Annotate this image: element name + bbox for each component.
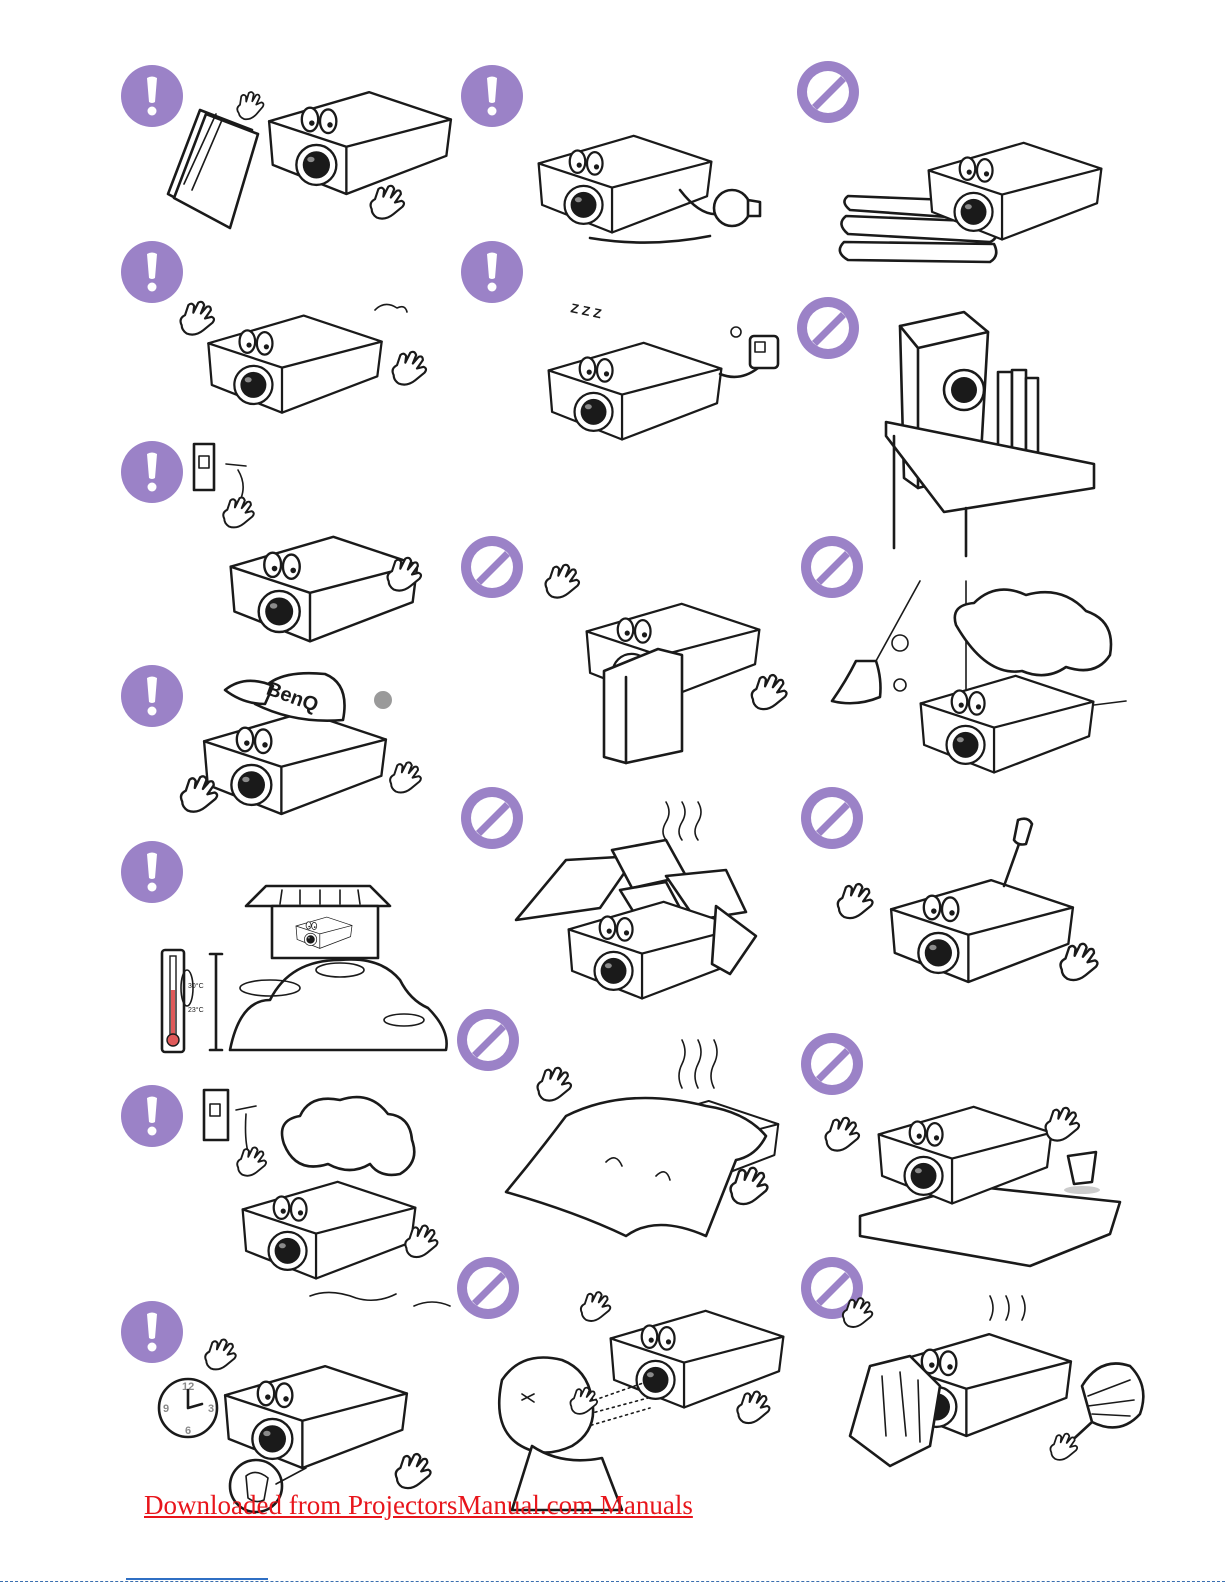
exclamation-icon [120,440,184,504]
exclamation-icon [460,240,524,304]
projector-unplug-icon [190,440,450,660]
projector-service-cap-icon: BenQ [175,664,435,844]
projector-ceiling-mount-icon [175,290,445,440]
projector-covered-cloth-icon [506,1036,796,1246]
footer-download-link[interactable]: Downloaded from ProjectorsManual.com Man… [144,1490,693,1521]
thermo-low-label: 23°C [188,1006,204,1014]
clock-9-label: 9 [163,1403,169,1415]
projector-upright-on-table-icon [884,312,1104,556]
projector-on-soft-surface-icon [840,122,1120,272]
prohibited-icon [796,60,860,124]
sleep-text: Z Z Z [569,300,603,321]
projector-block-vents-icon [830,1296,1150,1496]
clock-3-label: 3 [208,1403,214,1415]
clock-6-label: 6 [185,1425,191,1437]
projector-in-box-hot-icon [516,796,776,1006]
prohibited-icon [460,535,524,599]
projector-reading-manual-icon [160,74,460,274]
prohibited-icon [460,786,524,850]
projector-power-cord-icon [530,120,790,260]
exclamation-icon [120,1084,184,1148]
projector-dusty-room-icon [826,581,1136,801]
projector-spilled-liquid-icon [820,1086,1140,1276]
projector-sleeping-unplugged-icon: Z Z Z [540,298,790,468]
thermo-high-label: 30°C [188,982,204,990]
projector-altitude-temperature-icon: 30°C 23°C [160,860,460,1060]
projector-blocked-lens-icon [540,563,800,763]
projector-unplug-storm-icon [200,1084,460,1314]
exclamation-icon [460,64,524,128]
bottom-blue-rule [126,1578,268,1580]
bottom-divider [0,1581,1225,1582]
prohibited-icon [796,296,860,360]
projector-screwdriver-icon [828,816,1128,1016]
